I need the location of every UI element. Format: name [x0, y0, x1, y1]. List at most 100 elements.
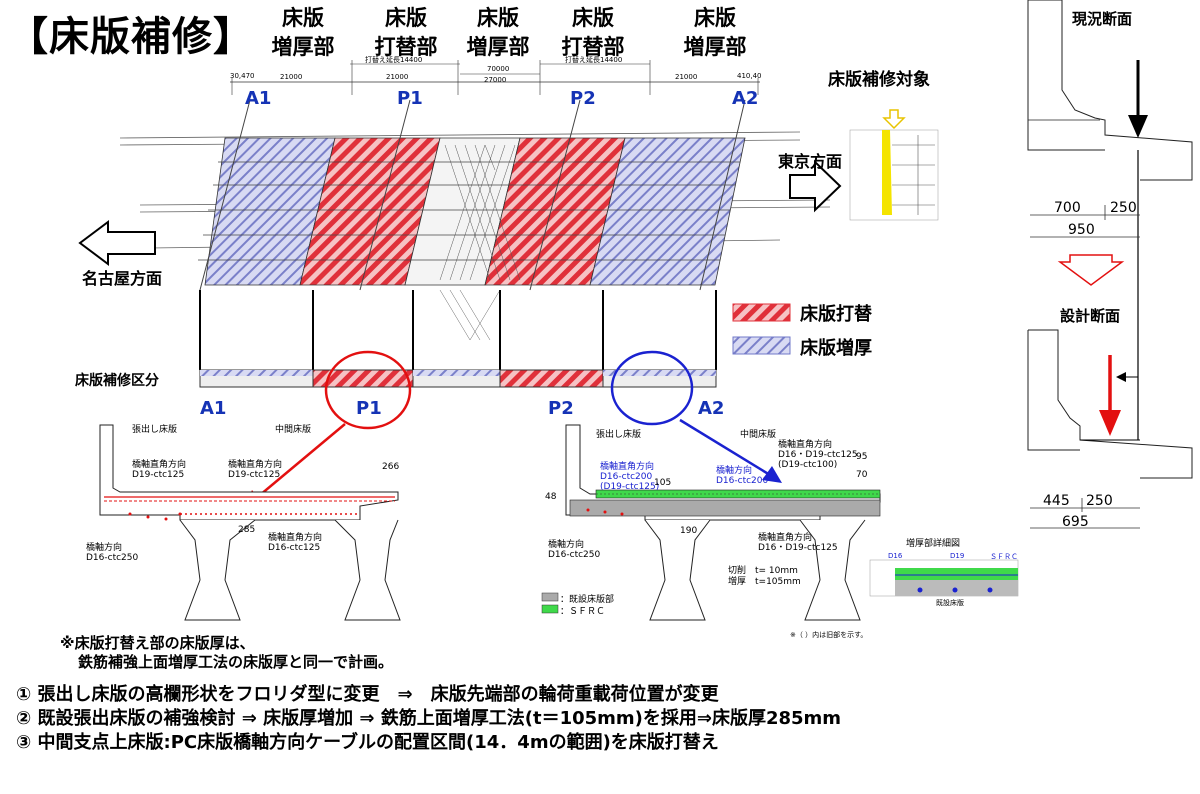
column-header-5-line1: 床版 — [694, 6, 736, 30]
rs-r3-v2: (D19-ctc100) — [778, 460, 838, 470]
dim-d1: 21000 — [280, 73, 303, 81]
dim-uchikae1: 打替え延長14400 — [365, 56, 423, 64]
column-header-2-line2: 打替部 — [374, 35, 438, 59]
support-a1-bottom: A1 — [200, 398, 227, 419]
plan-view — [78, 60, 842, 370]
support-p2-bottom: P2 — [548, 398, 574, 419]
note-line1: ※床版打替え部の床版厚は、 — [60, 634, 255, 652]
column-header-1-line1: 床版 — [282, 6, 324, 30]
cur-dim-250: 250 — [1110, 200, 1137, 216]
support-p1-bottom: P1 — [356, 398, 382, 419]
dim-d3: 27000 — [484, 76, 507, 84]
ls-middle: 中間床版 — [275, 425, 312, 435]
left-cross-section — [99, 424, 401, 621]
support-a2-top: A2 — [732, 88, 759, 109]
dim-uchikae2: 打替え延長14400 — [565, 56, 623, 64]
ls-rebar1-title: 橋軸直角方向 — [132, 460, 187, 470]
rs-detail-sfrc: ＳＦＲＣ — [990, 553, 1018, 561]
target-section-figure — [849, 109, 939, 221]
current-section-label: 現況断面 — [1072, 10, 1133, 28]
rs-detail-d19: D19 — [950, 552, 965, 560]
ls-dim-285: 285 — [238, 525, 256, 535]
blue-pointer-arrow — [679, 418, 782, 483]
rs-r2-title: 橋軸方向 — [716, 466, 753, 476]
ls-rebar3: 橋軸方向 D16-ctc250 — [86, 543, 138, 563]
dim-right-small: 410,40 — [737, 72, 762, 80]
dim-d4: 21000 — [675, 73, 698, 81]
column-header-5: 床版 増厚部 — [675, 4, 755, 62]
a2-circle — [610, 350, 694, 426]
dim-d2: 21000 — [386, 73, 409, 81]
cur-dim-950: 950 — [1068, 222, 1095, 238]
rs-r2-v: D16-ctc200 — [716, 476, 769, 486]
note-line2: 鉄筋補強上面増厚工法の床版厚と同一で計画。 — [78, 653, 394, 671]
rs-cut: 切削 t= 10mm — [728, 566, 798, 576]
rs-r4: 橋軸方向 D16-ctc250 — [548, 540, 600, 560]
repair-division-bar — [199, 369, 717, 388]
des-dim-445: 445 — [1043, 493, 1070, 509]
rs-r3-title: 橋軸直角方向 — [778, 440, 833, 450]
rs-middle: 中間床版 — [740, 430, 777, 440]
column-header-2: 床版 打替部 — [366, 4, 446, 62]
ls-rebar2-title: 橋軸直角方向 — [228, 460, 283, 470]
des-dim-250: 250 — [1086, 493, 1113, 509]
bullet-3: ③ 中間支点上床版:PC床版橋軸方向ケーブルの配置区間(14．4mの範囲)を床版… — [16, 732, 719, 753]
right-section-figure — [1027, 0, 1193, 529]
ls-rebar1: 橋軸直角方向 D19-ctc125 — [132, 460, 186, 480]
rs-overhang: 張出し床版 — [596, 430, 642, 440]
support-a2-bottom: A2 — [698, 398, 725, 419]
rs-dim-70: 70 — [856, 470, 868, 480]
ls-rebar4: 橋軸直角方向 D16-ctc125 — [268, 533, 322, 553]
rs-r1-v2: (D19-ctc125) — [600, 482, 660, 492]
rs-r1: 橋軸直角方向 D16-ctc200 (D19-ctc125) — [600, 462, 659, 492]
column-header-1-line2: 増厚部 — [271, 35, 335, 59]
dim-left-small: 30,470 — [230, 72, 255, 80]
thickening-detail-figure — [869, 559, 1019, 597]
section-division-label: 床版補修区分 — [75, 373, 159, 389]
legend-thicken-swatch — [732, 336, 791, 355]
ls-rebar4-val: D16-ctc125 — [268, 543, 321, 553]
column-header-5-line2: 増厚部 — [683, 35, 747, 59]
rs-dim-95: 95 — [856, 452, 868, 462]
rs-detail-base: 既設床版 — [936, 599, 964, 607]
rs-dim-190: 190 — [680, 526, 698, 536]
des-dim-695: 695 — [1062, 514, 1089, 530]
rs-thick: 増厚 t=105mm — [728, 577, 801, 587]
rs-r5-v: D16・D19-ctc125 — [758, 543, 838, 553]
column-header-1: 床版 増厚部 — [263, 4, 343, 62]
right-cross-section — [541, 424, 881, 621]
rs-r5: 橋軸直角方向 D16・D19-ctc125 — [758, 533, 838, 553]
rs-detail-d16: D16 — [888, 552, 903, 560]
column-header-4-line2: 打替部 — [561, 35, 625, 59]
ls-rebar1-val: D19-ctc125 — [132, 470, 185, 480]
column-header-3-line2: 増厚部 — [466, 35, 530, 59]
rs-detail-title: 増厚部詳細図 — [906, 539, 961, 549]
bullet-2: ② 既設張出床版の補強検討 ⇒ 床版厚増加 ⇒ 鉄筋上面増厚工法(t＝105mm… — [16, 708, 842, 729]
support-p2-top: P2 — [570, 88, 596, 109]
rs-r3: 橋軸直角方向 D16・D19-ctc125 (D19-ctc100) — [778, 440, 858, 470]
rs-r2: 橋軸方向 D16-ctc200 — [716, 466, 768, 486]
column-header-4-line1: 床版 — [572, 6, 614, 30]
ls-rebar4-title: 橋軸直角方向 — [268, 533, 323, 543]
ls-rebar2: 橋軸直角方向 D19-ctc125 — [228, 460, 282, 480]
column-header-4: 床版 打替部 — [553, 4, 633, 62]
rs-r3-v1: D16・D19-ctc125 — [778, 450, 858, 460]
support-p1-top: P1 — [397, 88, 423, 109]
rs-r5-title: 橋軸直角方向 — [758, 533, 813, 543]
tokyo-direction-label: 東京方面 — [778, 152, 843, 171]
ls-overhang: 張出し床版 — [132, 425, 178, 435]
bullet-1: ① 張出し床版の高欄形状をフロリダ型に変更 ⇒ 床版先端部の輪荷重載荷位置が変更 — [16, 684, 719, 705]
column-header-3: 床版 増厚部 — [458, 4, 538, 62]
design-section-label: 設計断面 — [1060, 307, 1121, 325]
support-a1-top: A1 — [245, 88, 272, 109]
legend-thicken-label: 床版増厚 — [800, 338, 872, 359]
rs-cut-thick: 切削 t= 10mm 増厚 t=105mm — [728, 566, 801, 588]
rs-r4-title: 橋軸方向 — [548, 540, 585, 550]
p1-circle — [324, 350, 412, 430]
rs-dim-105: 105 — [654, 478, 672, 488]
ls-rebar2-val: D19-ctc125 — [228, 470, 281, 480]
rs-legend-sfrc: ：ＳＦＲＣ — [560, 607, 606, 617]
rs-legend-existing: ：既設床版部 — [560, 595, 615, 605]
legend-replace-swatch — [732, 303, 791, 322]
legend-replace-label: 床版打替 — [800, 304, 872, 325]
